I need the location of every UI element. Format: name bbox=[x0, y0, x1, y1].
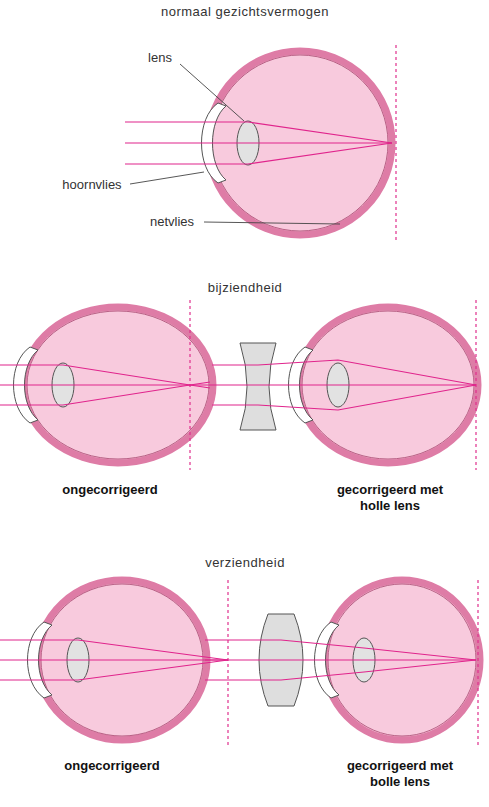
part-label: hoornvlies bbox=[62, 177, 121, 193]
caption: ongecorrigeerd bbox=[62, 482, 157, 498]
section-heading: verziendheid bbox=[205, 555, 285, 571]
part-label: lens bbox=[148, 50, 172, 66]
caption: gecorrigeerd met bolle lens bbox=[335, 758, 465, 789]
myopic-eye-corrected bbox=[212, 300, 478, 470]
section-heading: normaal gezichtsvermogen bbox=[161, 4, 329, 20]
concave-lens bbox=[240, 343, 276, 430]
caption: gecorrigeerd met holle lens bbox=[325, 482, 455, 513]
normal-eye bbox=[125, 45, 396, 242]
hyperopic-eye bbox=[0, 580, 228, 745]
caption: ongecorrigeerd bbox=[64, 758, 159, 774]
section-heading: bijziendheid bbox=[208, 280, 283, 296]
hyperopic-eye-corrected bbox=[205, 580, 480, 745]
myopic-eye bbox=[0, 300, 213, 470]
part-label: netvlies bbox=[150, 214, 194, 230]
